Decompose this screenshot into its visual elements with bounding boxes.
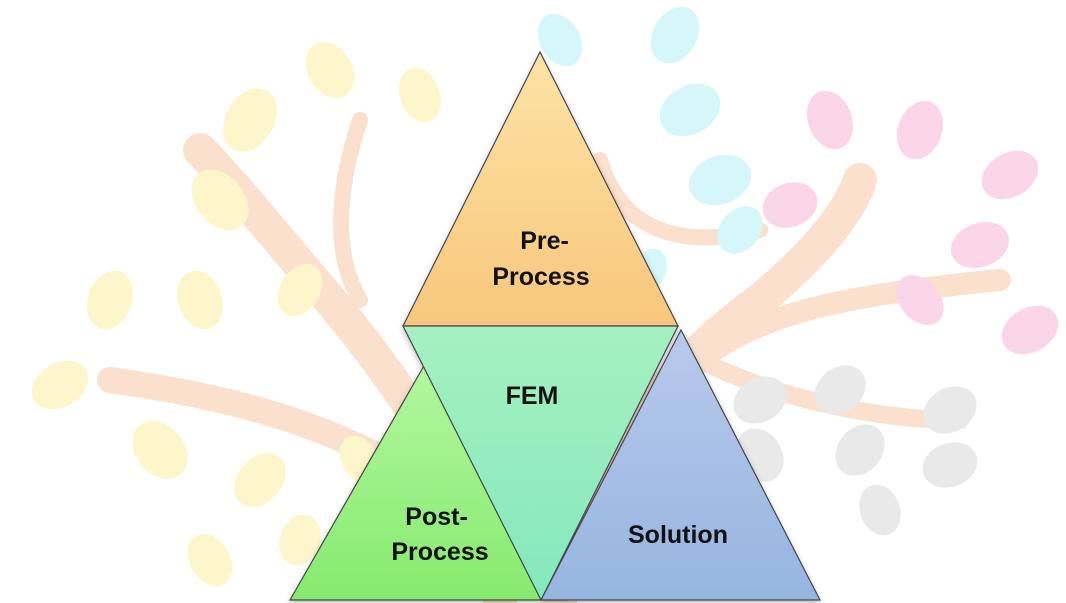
post-process-label: Post- Process	[391, 503, 488, 566]
pre-process-label: Pre- Process	[492, 227, 589, 291]
solution-label: Solution	[628, 521, 728, 549]
triangle-fem	[402, 325, 679, 602]
post-process-label-line2: Process	[391, 538, 488, 566]
post-process-label-line1: Post-	[405, 503, 468, 531]
triangle-group	[288, 50, 821, 602]
triangle-solution	[540, 328, 821, 601]
fem-label: FEM	[506, 382, 559, 410]
pre-process-label-line1: Pre-	[520, 227, 569, 255]
pre-process-label-line2: Process	[492, 263, 589, 291]
